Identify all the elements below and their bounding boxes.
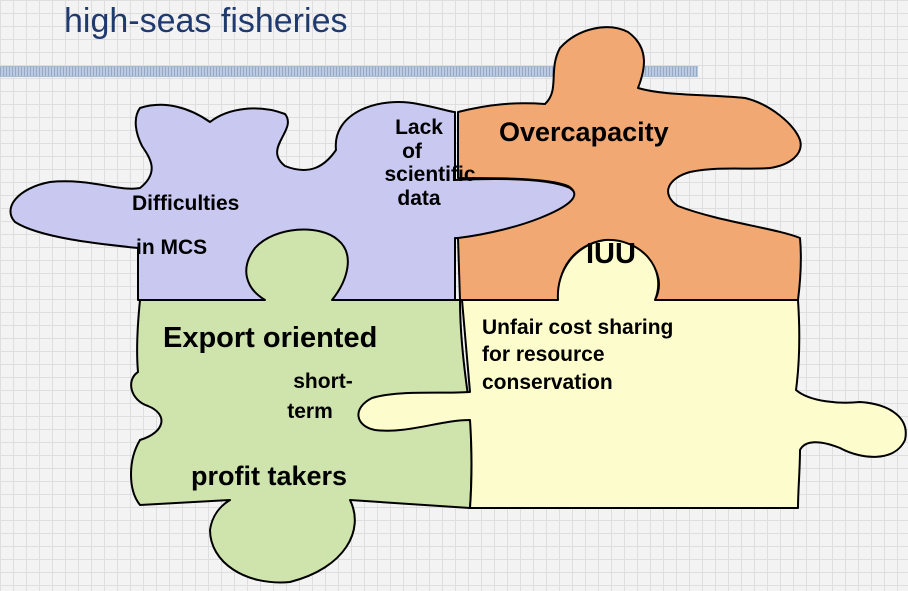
label-lack-scientific-data: Lack of scientific data <box>344 116 494 210</box>
label-export-oriented: Export oriented <box>163 322 378 354</box>
label-overcapacity: Overcapacity <box>499 117 669 147</box>
label-cost-line3: conservation <box>482 370 613 394</box>
title-underline <box>0 66 698 77</box>
slide-title: high-seas fisheries <box>64 2 348 40</box>
label-short: short- <box>293 370 353 393</box>
label-term: term <box>287 399 333 423</box>
label-cost-line1: Unfair cost sharing <box>482 316 674 339</box>
piece-cost-iuu <box>357 238 907 509</box>
label-difficulties-mcs: Difficulties <box>132 192 239 216</box>
label-data: data <box>397 186 441 210</box>
label-profit-takers: profit takers <box>191 461 348 491</box>
label-difficulties: Difficulties <box>132 192 240 215</box>
label-scientific: scientific <box>384 163 476 187</box>
label-in-mcs: in MCS <box>136 236 208 259</box>
piece-export <box>130 228 473 584</box>
label-short-term: short- term <box>254 370 374 423</box>
label-iuu: IUU <box>586 238 636 270</box>
piece-overcapacity <box>457 26 802 301</box>
label-of: of <box>402 139 422 163</box>
label-cost-line2: for resource <box>482 343 605 367</box>
label-lack: Lack <box>395 116 443 139</box>
label-unfair-cost-sharing: Unfair cost sharing for resource conserv… <box>482 314 673 396</box>
